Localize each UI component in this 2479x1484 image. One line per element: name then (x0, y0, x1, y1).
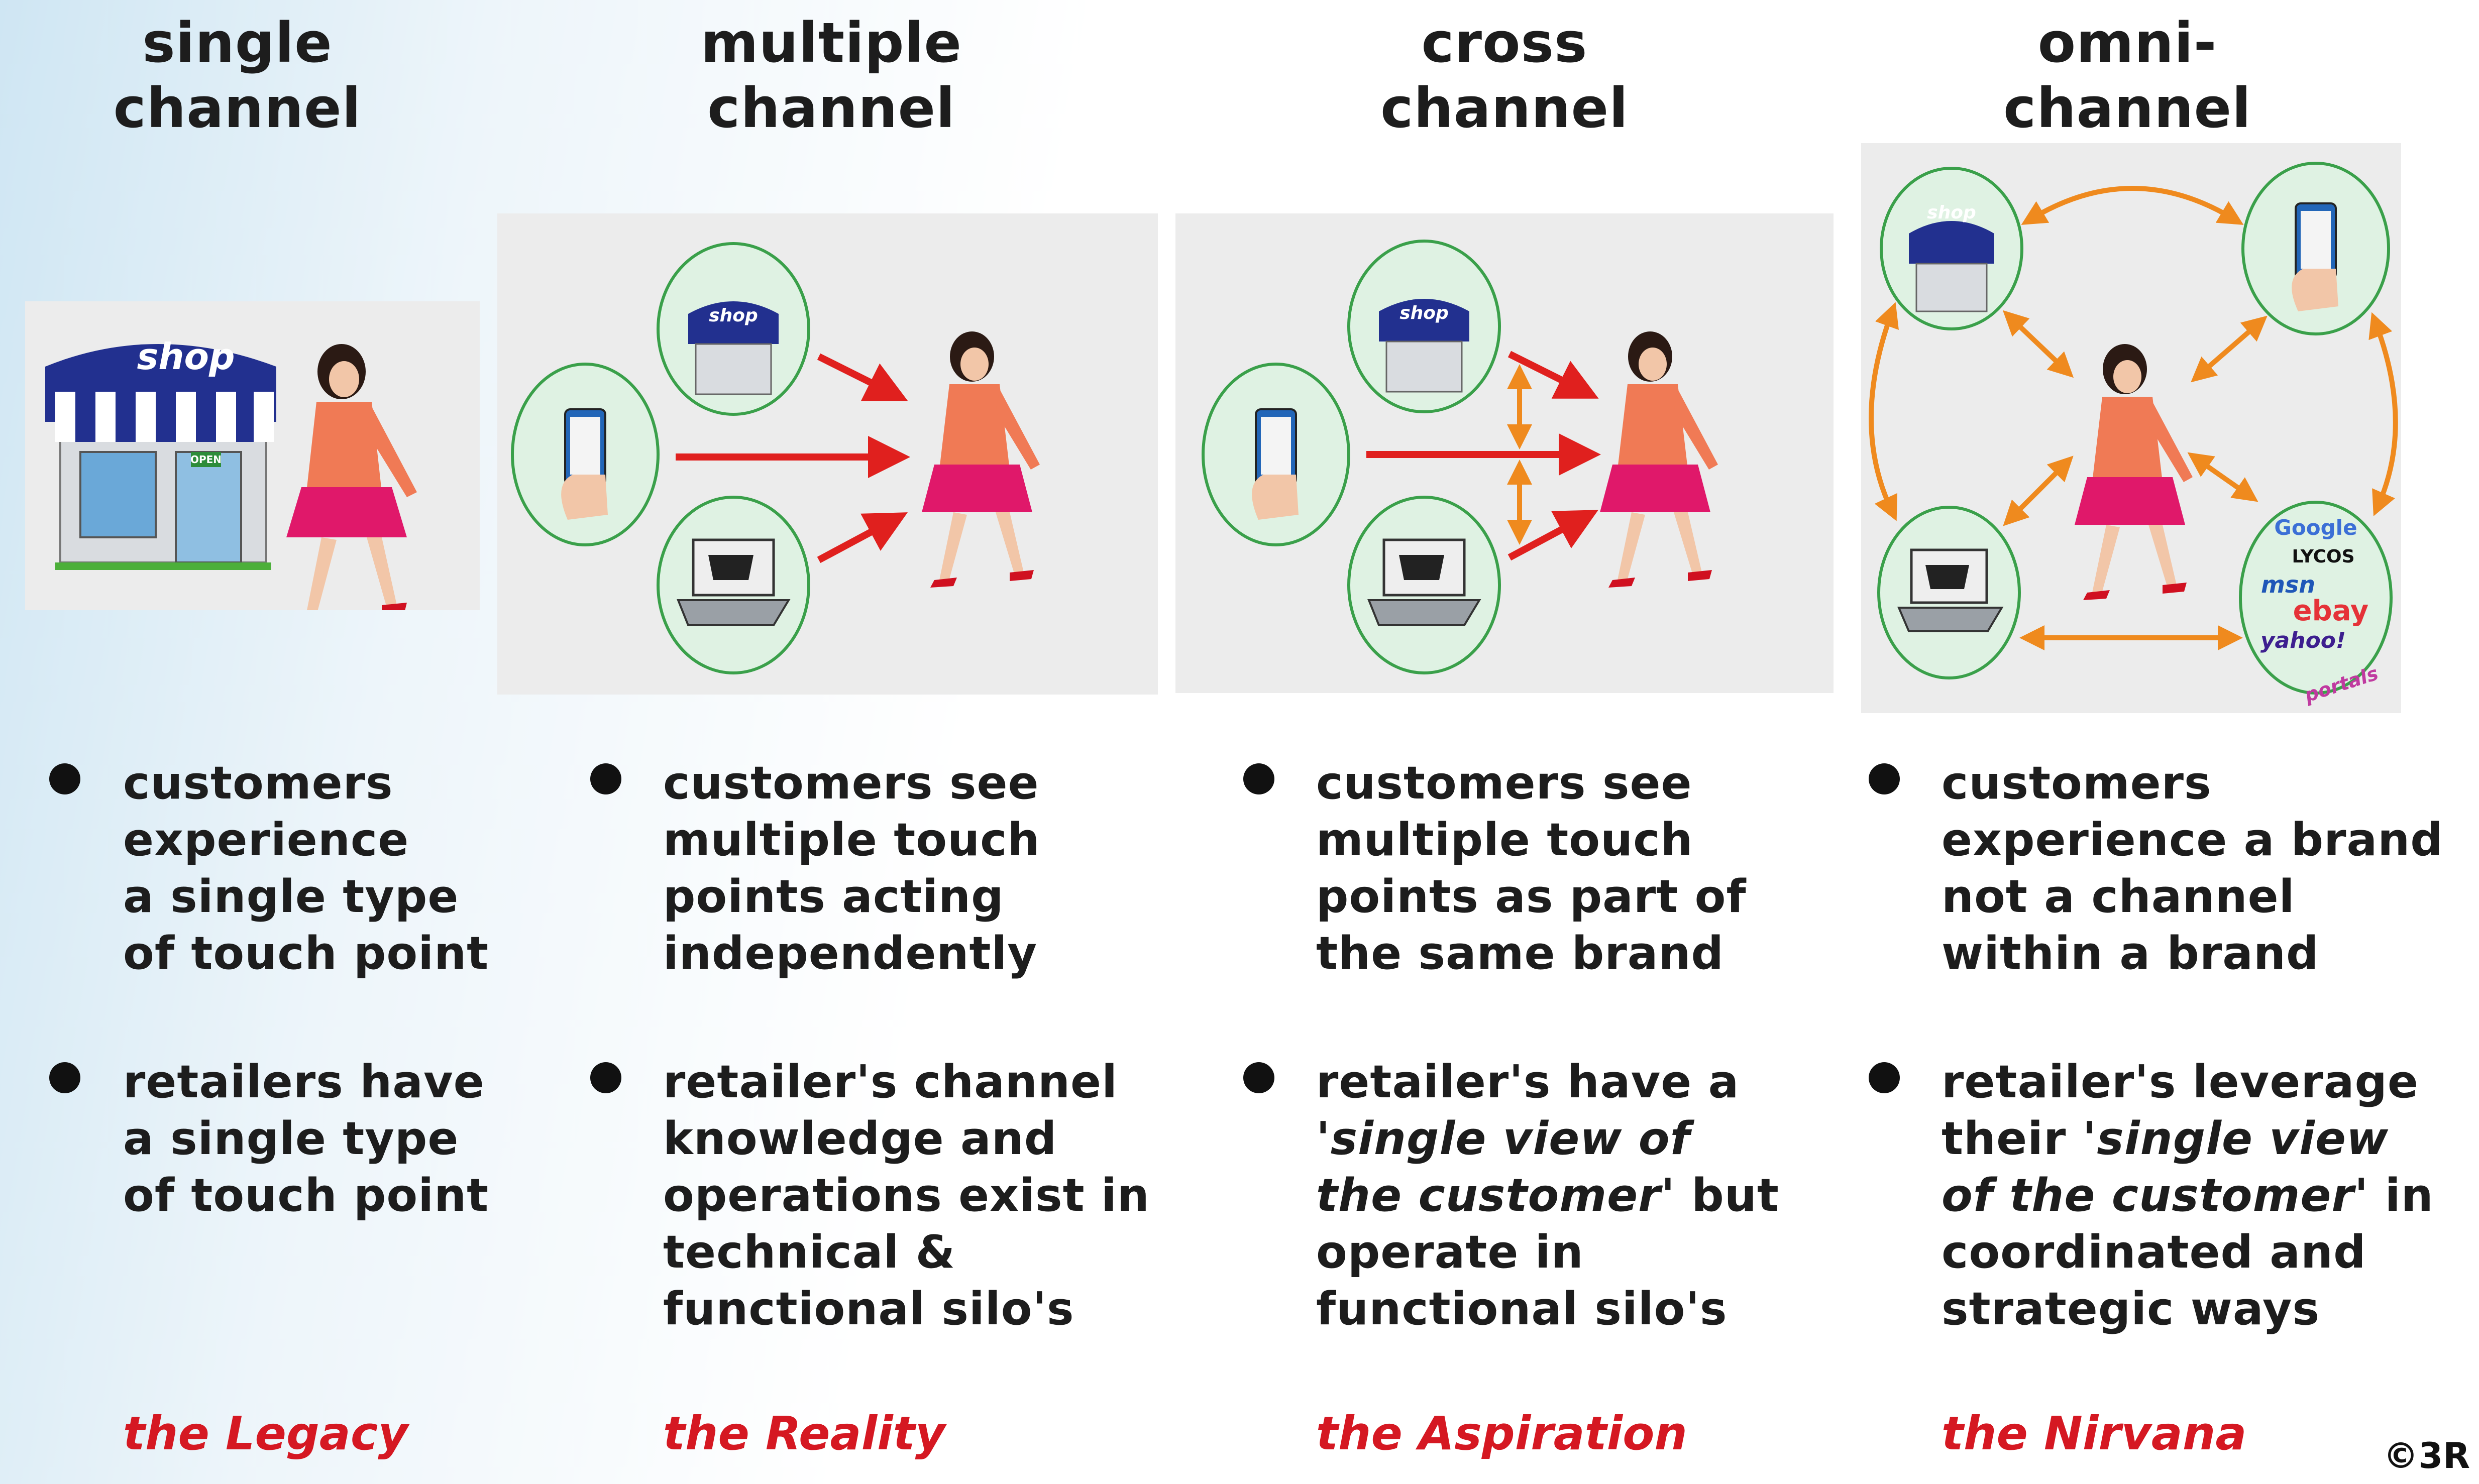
heading-single-channel: single channel (113, 11, 362, 140)
woman-shopper-icon (1600, 331, 1718, 588)
omni-channel-illustration: shop Google LYCOS msn ebay yahoo! (1869, 162, 2398, 707)
woman-shopper-icon (2075, 344, 2193, 600)
red-arrows (1366, 351, 1601, 561)
bullet-dot (1243, 763, 1274, 794)
bullet-text: retailer's have a 'single view of the cu… (1316, 1056, 1779, 1335)
svg-text:yahoo!: yahoo! (2260, 628, 2346, 653)
smartphone-icon (1202, 363, 1350, 546)
bullet-text: retailer's channel knowledge and operati… (663, 1056, 1150, 1335)
bullet-dot (1869, 763, 1900, 794)
orange-arrows (1869, 186, 2398, 650)
bullet-dot (49, 1062, 80, 1093)
bullet-dot (590, 763, 621, 794)
bullet-dot (49, 763, 80, 794)
svg-text:shop: shop (137, 335, 235, 378)
svg-text:msn: msn (2261, 571, 2315, 598)
svg-text:Google: Google (2274, 515, 2357, 540)
bullet-dot (1243, 1062, 1274, 1093)
shop-icon: shop (1347, 240, 1501, 413)
bullet-dot (1869, 1062, 1900, 1093)
panel-multiple-channel: shop (497, 213, 1158, 695)
woman-shopper-icon (286, 344, 417, 610)
shop-icon: OPEN shop (45, 335, 276, 570)
svg-text:OPEN: OPEN (190, 453, 222, 466)
heading-omni-channel: omni- channel (2003, 11, 2251, 140)
smartphone-icon (511, 363, 660, 546)
single-channel-illustration: OPEN shop (45, 335, 417, 610)
tagline-legacy: the Legacy (123, 1407, 408, 1460)
copyright-mark: ©3R (2383, 1435, 2470, 1476)
bullet-text: retailers have a single type of touch po… (123, 1056, 489, 1222)
cross-channel-illustration: shop (1202, 240, 1718, 674)
bullet-text: retailer's leverage their 'single view o… (1942, 1056, 2434, 1335)
bullet-text: customers experience a brand not a chann… (1942, 757, 2443, 980)
column-omni-channel: omni- channel shop (1854, 0, 2479, 1484)
laptop-cart-icon (1877, 506, 2021, 679)
svg-text:shop: shop (709, 305, 758, 326)
smartphone-icon (2241, 162, 2390, 335)
svg-text:LYCOS: LYCOS (2292, 546, 2354, 567)
shop-icon: shop (1880, 167, 2023, 330)
woman-shopper-icon (922, 331, 1040, 588)
column-multiple-channel: multiple channel shop (497, 0, 1165, 1484)
shop-icon: shop (657, 242, 810, 416)
bullet-text: customers see multiple touch points acti… (663, 757, 1040, 980)
panel-cross-channel: shop (1175, 213, 1834, 693)
panel-omni-channel: shop Google LYCOS msn ebay yahoo! (1861, 143, 2401, 713)
column-cross-channel: cross channel shop (1175, 0, 1841, 1484)
svg-text:ebay: ebay (2293, 595, 2369, 627)
bullet-dot (590, 1062, 621, 1093)
tagline-aspiration: the Aspiration (1316, 1407, 1687, 1460)
heading-multiple-channel: multiple channel (701, 11, 962, 140)
laptop-cart-icon (657, 496, 810, 674)
svg-text:shop: shop (1399, 303, 1449, 323)
tagline-nirvana: the Nirvana (1942, 1407, 2247, 1460)
red-arrows (676, 353, 910, 563)
portals-icon: Google LYCOS msn ebay yahoo! portals (2239, 501, 2393, 707)
multiple-channel-illustration: shop (511, 242, 1040, 674)
heading-cross-channel: cross channel (1380, 11, 1629, 140)
column-single-channel: single channel OPEN (0, 0, 512, 1484)
svg-text:shop: shop (1927, 202, 1976, 223)
panel-single-channel: OPEN shop (25, 301, 480, 610)
bullet-text: customers see multiple touch points as p… (1316, 757, 1747, 980)
bullet-text: customers experience a single type of to… (123, 757, 489, 980)
laptop-cart-icon (1347, 496, 1501, 674)
tagline-reality: the Reality (663, 1407, 945, 1460)
